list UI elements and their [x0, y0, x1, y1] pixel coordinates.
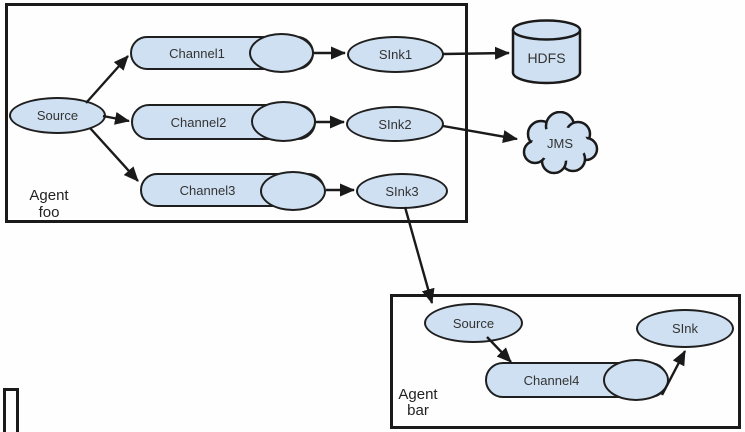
agent-foo-label-line1: Agent [29, 187, 69, 204]
agent-bar-label: Agent bar [394, 387, 442, 419]
agent-foo-label: Agent foo [21, 187, 77, 221]
foo-channel1-endcap [249, 33, 314, 73]
foo-channel3-label: Channel3 [179, 182, 236, 198]
foo-sink3-node: SInk3 [356, 173, 448, 209]
bar-channel4-label: Channel4 [523, 372, 580, 388]
hdfs-cylinder-icon [511, 19, 582, 85]
jms-label: JMS [547, 136, 573, 151]
foo-source-node: Source [9, 97, 106, 134]
foo-channel2-endcap [251, 101, 316, 142]
jms-system: JMS [520, 110, 600, 175]
agent-bar-box [390, 294, 741, 429]
foo-channel2-label: Channel2 [170, 114, 227, 130]
foo-sink3-label: SInk3 [385, 183, 419, 199]
foo-channel3-endcap [260, 171, 326, 211]
bar-source-label: Source [452, 315, 495, 331]
agent-bar-label-line2: bar [407, 402, 429, 419]
foo-source-label: Source [36, 108, 79, 123]
foo-sink1-node: SInk1 [347, 36, 444, 73]
bar-sink-label: SInk [671, 321, 698, 336]
foo-channel1-label: Channel1 [169, 45, 225, 61]
agent-bar-label-line1: Agent [398, 386, 438, 403]
bar-source-node: Source [424, 303, 523, 343]
foo-sink2-label: SInk2 [378, 116, 412, 132]
foo-sink1-label: SInk1 [378, 47, 413, 62]
bar-sink-node: SInk [636, 309, 734, 348]
jms-cloud-icon [522, 110, 599, 175]
agent-foo-label-line2: foo [38, 204, 60, 221]
hdfs-label: HDFS [527, 50, 566, 66]
agent-foo-box [5, 3, 468, 223]
foo-sink2-node: SInk2 [346, 106, 444, 142]
partial-box-corner [3, 388, 19, 432]
hdfs-datastore: HDFS [511, 19, 582, 85]
